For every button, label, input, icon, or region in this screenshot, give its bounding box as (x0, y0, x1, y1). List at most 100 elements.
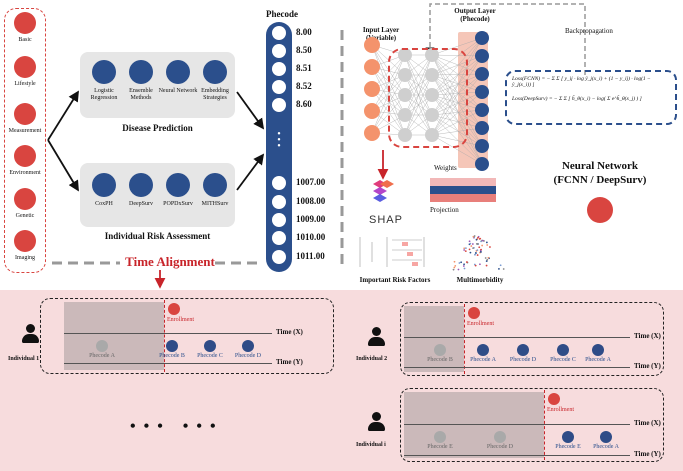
output-layer-label: Output Layer (Phecode) (454, 7, 496, 23)
pre-enrollment-region (64, 302, 164, 370)
pre-enrollment-region (404, 306, 464, 372)
weight-cell (487, 178, 490, 186)
network-edge (431, 73, 483, 136)
factor-icon (14, 188, 36, 210)
arrow-to-risk (47, 139, 79, 192)
phecode-event-label: Phecode E (427, 444, 453, 450)
scatter-dot (469, 251, 472, 254)
phecode-event-icon (517, 344, 529, 356)
network-edge (431, 94, 483, 129)
method-icon (129, 173, 153, 197)
scatter-dot (480, 251, 482, 253)
network-edge (431, 55, 483, 116)
person-head-icon (372, 412, 381, 421)
weight-cell (478, 194, 481, 202)
method-label: Neural Network (158, 88, 198, 94)
network-node (398, 88, 412, 102)
scatter-dot (463, 267, 466, 270)
scatter-dot (468, 240, 471, 243)
scatter-dot (486, 244, 489, 246)
pre-enrollment-region (404, 392, 544, 458)
backprop-label: Backpropagation (565, 27, 613, 35)
network-title-line1: Neural Network (561, 160, 639, 172)
phecode-event-icon (557, 344, 569, 356)
weight-cell (490, 194, 493, 202)
projection-label: Projection (430, 206, 459, 214)
time-x-axis (64, 333, 272, 334)
weight-cell (463, 186, 466, 194)
enrollment-label: Enrollment (547, 407, 574, 413)
weight-cell (433, 178, 436, 186)
network-node (364, 103, 380, 119)
individual-timeline-box (40, 298, 334, 374)
enrollment-icon (168, 303, 180, 315)
phecode-dots: ••• (277, 129, 281, 152)
scatter-dot (478, 238, 481, 240)
scatter-dot (466, 261, 468, 263)
network-icon (587, 197, 613, 223)
phecode-node (272, 231, 286, 245)
weight-cell (445, 186, 448, 194)
network-node (475, 103, 489, 117)
time-y-label: Time (Y) (276, 358, 303, 366)
scatter-dot (472, 247, 474, 250)
method-label: CoxPH (95, 201, 113, 207)
phecode-code: 8.00 (296, 27, 312, 37)
factor-label: Imaging (15, 255, 35, 261)
risk-factor-plots (359, 237, 425, 267)
arrow-to-prediction (47, 90, 79, 141)
weight-cell (463, 178, 466, 186)
network-title-line2: (FCNN / DeepSurv) (553, 174, 647, 186)
network-node (475, 49, 489, 63)
weight-cell (481, 178, 484, 186)
time-x-axis (404, 424, 630, 425)
phecode-node (272, 250, 286, 264)
person-head-icon (26, 324, 35, 333)
weight-cell (442, 194, 445, 202)
phecode-node (272, 213, 286, 227)
phecode-event-icon (434, 344, 446, 356)
phecode-node (272, 98, 286, 112)
phecode-node (272, 80, 286, 94)
network-edge (431, 54, 483, 129)
phecode-event-icon (434, 431, 446, 443)
scatter-dot (458, 262, 461, 264)
method-icon (92, 60, 116, 84)
network-edge (431, 91, 483, 116)
weight-cell (487, 186, 490, 194)
network-node (398, 108, 412, 122)
phecode-code: 8.50 (296, 45, 312, 55)
phecode-code: 1008.00 (296, 196, 326, 206)
network-node (364, 125, 380, 141)
method-icon (203, 173, 227, 197)
weight-cell (436, 194, 439, 202)
time-y-label: Time (Y) (634, 362, 661, 370)
enrollment-icon (548, 393, 560, 405)
scatter-dot (454, 264, 457, 267)
weight-cell (493, 178, 496, 186)
phecode-event-icon (96, 340, 108, 352)
phecode-code: 1010.00 (296, 232, 326, 242)
weight-cell (466, 194, 469, 202)
shap-logo (373, 180, 394, 202)
phecode-event-icon (592, 344, 604, 356)
phecode-node (272, 26, 286, 40)
phecode-code: 8.51 (296, 63, 312, 73)
weight-cell (490, 186, 493, 194)
phecode-event-label: Phecode D (509, 357, 537, 363)
time-y-axis (404, 455, 630, 456)
arrow-risk-to-phecode (236, 153, 265, 191)
time-x-label: Time (X) (634, 419, 661, 427)
scatter-dot (481, 244, 484, 247)
enrollment-line (464, 304, 465, 374)
network-node (425, 88, 439, 102)
scatter-dot (485, 260, 488, 262)
time-x-label: Time (X) (276, 328, 303, 336)
factors-panel (4, 8, 46, 273)
individual-timeline-box (400, 388, 664, 462)
phecode-node (272, 176, 286, 190)
phecode-event-icon (494, 431, 506, 443)
scatter-dot (499, 264, 502, 267)
scatter-dot (474, 253, 476, 256)
weight-cell (484, 186, 487, 194)
